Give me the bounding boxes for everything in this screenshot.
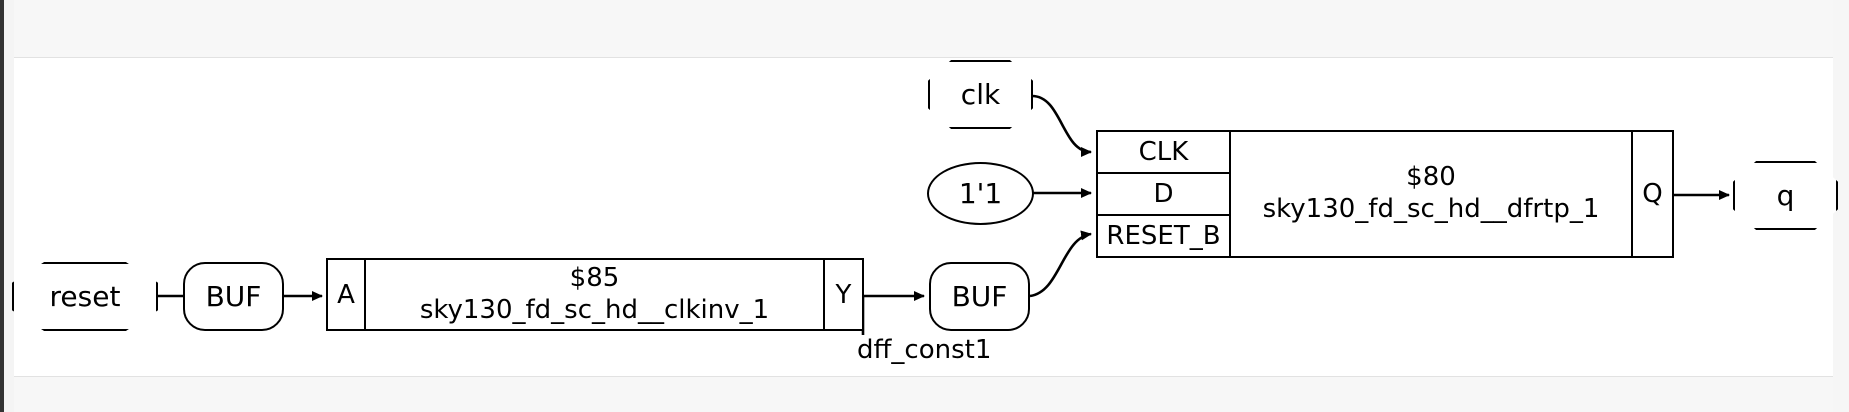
cell-dfrtp-type: sky130_fd_sc_hd__dfrtp_1 xyxy=(1262,194,1600,224)
wire-buf2-to-dff-resetb xyxy=(1029,230,1092,298)
left-gutter xyxy=(4,0,14,412)
port-clkinv-y[interactable]: Y xyxy=(835,279,852,310)
net-label-dff-const1: dff_const1 xyxy=(857,335,992,365)
cell-dfrtp-body: $80 sky130_fd_sc_hd__dfrtp_1 xyxy=(1231,132,1631,256)
input-port-reset[interactable]: reset xyxy=(12,262,158,331)
left-edge-border xyxy=(0,0,4,412)
cell-clkinv-input-ports: A xyxy=(328,260,366,329)
buffer-reset[interactable]: BUF xyxy=(183,262,284,331)
bottom-band xyxy=(0,376,1849,412)
cell-dfrtp-output-ports: Q xyxy=(1631,132,1672,256)
output-port-q[interactable]: q xyxy=(1733,161,1838,230)
buffer-reset-label: BUF xyxy=(205,280,262,313)
port-dfrtp-d[interactable]: D xyxy=(1098,172,1229,214)
output-port-q-label: q xyxy=(1776,179,1795,212)
top-band xyxy=(0,0,1849,57)
port-dfrtp-reset-b[interactable]: RESET_B xyxy=(1098,214,1229,256)
input-port-clk[interactable]: clk xyxy=(928,60,1033,129)
right-gutter xyxy=(1833,0,1849,412)
cell-dfrtp-input-ports: CLK D RESET_B xyxy=(1098,132,1231,256)
cell-dfrtp-id: $80 xyxy=(1406,162,1456,193)
cell-clkinv-body: $85 sky130_fd_sc_hd__clkinv_1 xyxy=(366,260,823,329)
port-dfrtp-clk[interactable]: CLK xyxy=(1138,137,1189,167)
input-port-reset-label: reset xyxy=(49,280,121,313)
top-band-rule xyxy=(0,57,1849,58)
buffer-const[interactable]: BUF xyxy=(929,262,1030,331)
cell-clkinv[interactable]: A $85 sky130_fd_sc_hd__clkinv_1 Y xyxy=(326,258,864,331)
cell-dfrtp[interactable]: CLK D RESET_B $80 sky130_fd_sc_hd__dfrtp… xyxy=(1096,130,1674,258)
wire-clk-to-dff-clk xyxy=(1031,94,1092,157)
bottom-band-rule xyxy=(0,376,1849,377)
port-dfrtp-q[interactable]: Q xyxy=(1642,179,1663,209)
buffer-const-label: BUF xyxy=(951,280,1008,313)
constant-one-label: 1'1 xyxy=(958,177,1003,210)
cell-clkinv-type: sky130_fd_sc_hd__clkinv_1 xyxy=(419,294,770,325)
input-port-clk-label: clk xyxy=(960,78,1001,111)
cell-clkinv-id: $85 xyxy=(569,262,620,293)
port-clkinv-a[interactable]: A xyxy=(337,279,355,310)
constant-one[interactable]: 1'1 xyxy=(927,162,1034,225)
cell-clkinv-output-ports: Y xyxy=(823,260,862,329)
